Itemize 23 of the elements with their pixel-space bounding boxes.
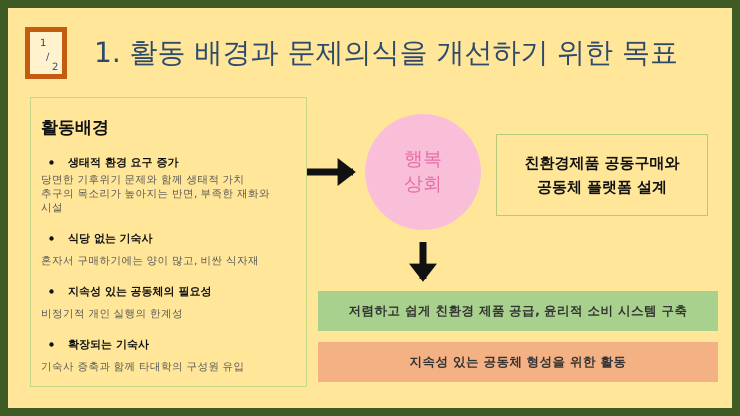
heading: 활동배경 xyxy=(41,117,109,139)
body-text: 당면한 기후위기 문제와 함께 생태적 가치 추구의 목소리가 높아지는 반면, 부족한 재화와 시설 xyxy=(41,173,272,215)
arrow xyxy=(307,158,356,186)
goal-box xyxy=(496,134,708,216)
goal-band xyxy=(318,291,718,331)
background-panel xyxy=(30,97,307,387)
page-number: / xyxy=(46,52,50,63)
bullet-heading: 식당 없는 기숙사 xyxy=(68,231,153,246)
goal-band xyxy=(318,342,718,382)
page-number: 1 xyxy=(40,38,46,49)
page-number: 2 xyxy=(52,62,58,73)
box-text: 저렴하고 쉽게 친환경 제품 공급, 윤리적 소비 시스템 구축 xyxy=(348,302,688,320)
bullet-heading: 확장되는 기숙사 xyxy=(68,337,149,352)
body-text: 혼자서 구매하기에는 양이 많고, 비싼 식자재 xyxy=(41,254,260,268)
bullet-heading: 생태적 환경 요구 증가 xyxy=(68,155,178,170)
circle-text: 행복 상회 xyxy=(403,147,443,197)
title: 1. 활동 배경과 문제의식을 개선하기 위한 목표 xyxy=(94,35,678,71)
box-text: 친환경제품 공동구매와 공동체 플랫폼 설계 xyxy=(523,153,681,198)
box-text: 지속성 있는 공동체 형성을 위한 활동 xyxy=(410,354,626,370)
arrow xyxy=(409,242,437,282)
body-text: 비정기적 개인 실행의 한계성 xyxy=(41,307,184,321)
bullet-heading: 지속성 있는 공동체의 필요성 xyxy=(68,284,212,299)
body-text: 기숙사 증축과 함께 타대학의 구성원 유입 xyxy=(41,360,245,374)
